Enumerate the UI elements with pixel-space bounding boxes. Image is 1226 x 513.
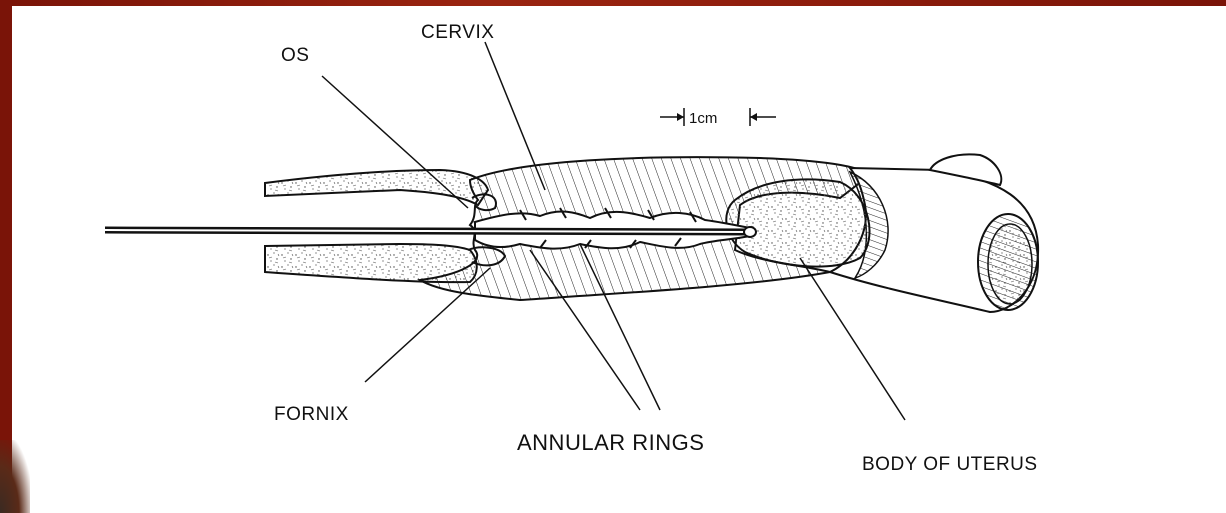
scale-bar	[660, 108, 776, 126]
uterus-lumen	[988, 224, 1032, 304]
label-annular-rings: ANNULAR RINGS	[517, 430, 704, 455]
fornix-leader	[365, 268, 490, 382]
vaginal-wall-upper	[265, 170, 488, 205]
uterine-cavity	[726, 179, 869, 266]
label-fornix: FORNIX	[274, 404, 349, 425]
probe-tip	[744, 227, 756, 237]
label-scale: 1cm	[689, 110, 717, 127]
label-cervix: CERVIX	[421, 22, 494, 43]
label-os: OS	[281, 45, 309, 66]
label-body-of-uterus: BODY OF UTERUS	[862, 454, 1038, 475]
